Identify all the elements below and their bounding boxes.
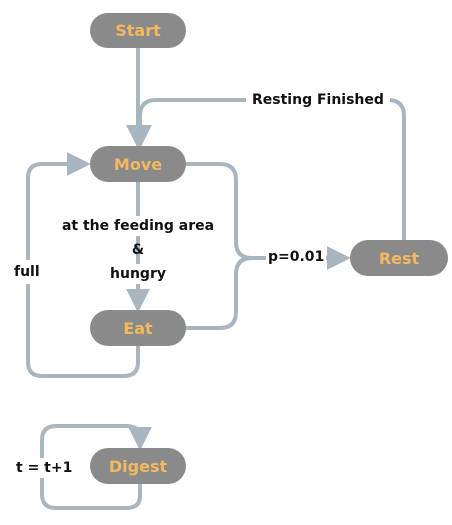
node-rest-label: Rest (378, 248, 420, 268)
label-probability: p=0.01 (266, 247, 327, 267)
label-time-step: t = t+1 (14, 458, 75, 478)
node-eat: Eat (90, 310, 186, 346)
node-digest: Digest (90, 448, 186, 484)
label-feeding-line3: hungry (106, 264, 170, 284)
edge-eat-to-move-full (26, 152, 140, 378)
node-eat-label: Eat (123, 318, 153, 338)
label-feeding-condition: at the feeding area & hungry (58, 216, 218, 284)
edge-eat-to-rest (186, 256, 253, 330)
node-move-label: Move (113, 154, 163, 174)
node-move: Move (90, 146, 186, 182)
node-rest: Rest (350, 240, 448, 276)
node-digest-label: Digest (108, 456, 168, 476)
node-start: Start (90, 13, 186, 48)
label-feeding-line2: & (131, 242, 145, 258)
label-resting-finished: Resting Finished (246, 90, 390, 110)
label-full: full (14, 260, 40, 284)
label-feeding-line1: at the feeding area (58, 216, 218, 236)
node-start-label: Start (115, 21, 161, 40)
